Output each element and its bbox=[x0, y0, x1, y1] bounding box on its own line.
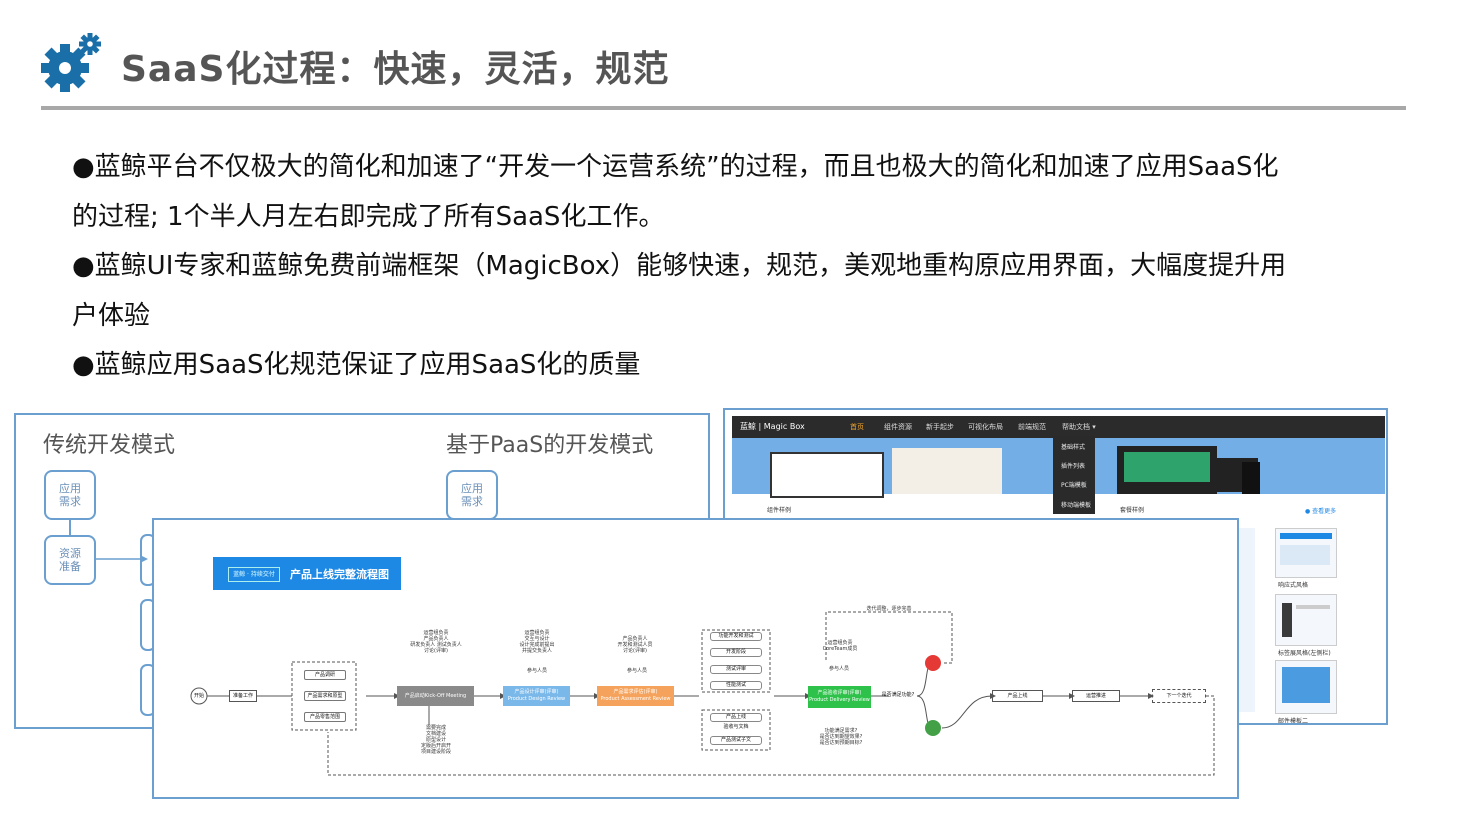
bullet-item: ●蓝鲸应用SaaS化规范保证了应用SaaS化的质量 bbox=[72, 350, 641, 380]
bullet-item: ●蓝鲸平台不仅极大的简化和加速了“开发一个运营系统”的过程，而且也极大的简化和加… bbox=[72, 152, 1279, 232]
nav-item[interactable]: 前端规范 bbox=[1018, 423, 1046, 431]
thumb-caption: 响应式风格 bbox=[1278, 582, 1309, 589]
kickoff-note: 运营组负责 产品负责人 研发负责人 测试负责人 讨论(评审) bbox=[410, 630, 462, 654]
loop-note: 迭代调整，逐步完善 bbox=[866, 606, 912, 612]
paas-mode-title: 基于PaaS的开发模式 bbox=[446, 433, 654, 458]
bullet-item: ●蓝鲸UI专家和蓝鲸免费前端框架（MagicBox）能够快速，规范，美观地重构原… bbox=[72, 251, 1287, 331]
scope-node: 产品零售范围 bbox=[304, 712, 346, 722]
next-iteration-node: 下一个迭代 bbox=[1152, 689, 1206, 703]
view-more-link[interactable]: ● 查看更多 bbox=[1305, 508, 1337, 515]
dev-step: 产品测试子文 bbox=[710, 736, 762, 745]
dropdown-item[interactable]: 插件列表 bbox=[1061, 463, 1086, 470]
section-label: 组件样例 bbox=[767, 507, 792, 514]
dropdown-item[interactable]: 基础样式 bbox=[1061, 444, 1086, 451]
nav-item[interactable]: 可视化布局 bbox=[968, 423, 1003, 431]
thumb-caption: 邮件模板二 bbox=[1278, 718, 1309, 725]
bullet-list: ●蓝鲸平台不仅极大的简化和加速了“开发一个运营系统”的过程，而且也极大的简化和加… bbox=[72, 143, 1302, 391]
gear-icon bbox=[41, 33, 101, 92]
assess-note: 产品负责人 开发和测试人员 讨论(评审) bbox=[617, 636, 653, 654]
nav-item[interactable]: 首页 bbox=[850, 423, 864, 431]
dev-step: 产品上线 bbox=[710, 713, 762, 722]
title-divider bbox=[41, 106, 1406, 110]
dev-step: 性能测试 bbox=[710, 681, 762, 690]
kickoff-node: 产品启动Kick-Off Meeting bbox=[397, 686, 474, 706]
nav-item[interactable]: 新手起步 bbox=[926, 423, 954, 431]
dev-step: 测试评审 bbox=[710, 665, 762, 674]
decision-node: 是否满足功能? bbox=[881, 691, 915, 698]
template-thumb[interactable]: 标签展风格(左侧栏) bbox=[1275, 594, 1337, 657]
flowchart-connectors bbox=[190, 611, 1215, 776]
operations-node: 运营推进 bbox=[1072, 690, 1120, 702]
design-note: 运营组负责 交互与设计 设计完成前提出 并提交负责人 bbox=[519, 630, 555, 654]
template-thumb[interactable]: 响应式风格 bbox=[1275, 528, 1337, 589]
dropdown-item[interactable]: 移动端模板 bbox=[1061, 502, 1092, 509]
nav-item[interactable]: 组件资源 bbox=[884, 423, 912, 431]
delivery-role: 参与人员 bbox=[828, 666, 849, 672]
kickoff-output-note: 需要完成 文档建设 原型设计 定版后开启开 项目建设阶段 bbox=[420, 725, 451, 755]
prepare-node: 准备工作 bbox=[229, 690, 257, 702]
delivery-criteria-note: 功能满足需求? 是否达到期望效果? 是否达到预期目标? bbox=[819, 728, 863, 746]
start-node: 开始 bbox=[193, 692, 204, 699]
flowchart-title: 产品上线完整流程图 bbox=[290, 568, 389, 581]
slide-title: SaaS化过程：快速，灵活，规范 bbox=[121, 49, 670, 90]
design-review-node: 产品设计评审(评审) Product Design Review bbox=[503, 686, 570, 706]
prototype-node: 产品需求和原型 bbox=[304, 691, 346, 701]
product-release-flowchart: 蓝鲸 · 持续交付 产品上线完整流程图 bbox=[152, 518, 1239, 799]
dropdown-item[interactable]: PC端模板 bbox=[1061, 482, 1087, 489]
research-node: 产品调研 bbox=[304, 670, 346, 680]
nav-item[interactable]: 帮助文档 ▾ bbox=[1062, 423, 1096, 431]
assess-role: 参与人员 bbox=[626, 668, 647, 674]
traditional-mode-title: 传统开发模式 bbox=[43, 433, 176, 458]
online-node: 产品上线 bbox=[992, 690, 1043, 702]
delivery-note: 运营组负责 CoreTeam成员 bbox=[822, 640, 858, 652]
app-requirement-box: 应用 需求 bbox=[44, 470, 96, 520]
magicbox-topbar: 蓝鲸 | Magic Box 首页 组件资源 新手起步 可视化布局 前端规范 帮… bbox=[732, 416, 1385, 438]
template-thumb[interactable]: 邮件模板二 bbox=[1275, 660, 1337, 723]
dev-step: 开发阶段 bbox=[710, 648, 762, 657]
delivery-review-node: 产品验收评审(评审) Product Delivery Review bbox=[808, 686, 871, 708]
dev-step: 功能开发和测试 bbox=[710, 632, 762, 641]
help-docs-dropdown: 基础样式 插件列表 PC端模板 移动端模板 bbox=[1053, 436, 1095, 514]
resource-prep-box: 资源 准备 bbox=[44, 535, 96, 585]
flowchart-tag: 蓝鲸 · 持续交付 bbox=[228, 567, 280, 582]
magicbox-brand: 蓝鲸 | Magic Box bbox=[740, 422, 805, 431]
assessment-review-node: 产品需求评估(评审) Product Assessment Review bbox=[597, 686, 674, 706]
flowchart-header: 蓝鲸 · 持续交付 产品上线完整流程图 bbox=[213, 557, 401, 590]
app-requirement-box-paas: 应用 需求 bbox=[446, 470, 498, 520]
thumb-caption: 标签展风格(左侧栏) bbox=[1278, 650, 1331, 657]
design-role: 参与人员 bbox=[526, 668, 547, 674]
dev-step: 验收与文档 bbox=[723, 724, 749, 730]
section-label: 套餐样例 bbox=[1120, 507, 1145, 514]
